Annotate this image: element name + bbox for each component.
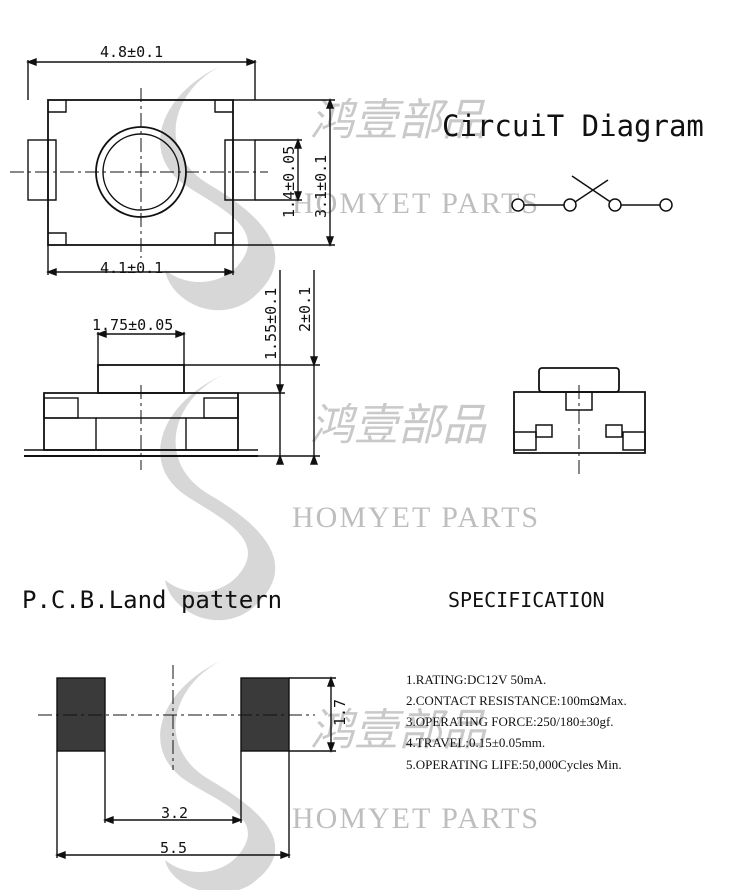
watermark-chinese-3: 鸿壹部品 [310, 705, 487, 756]
dim-height-1-55: 1.55±0.1 [262, 288, 280, 360]
dim-pcb-3-2: 3.2 [161, 804, 188, 822]
watermark-chinese-2: 鸿壹部品 [310, 400, 487, 451]
dim-width-4-8: 4.8±0.1 [100, 43, 163, 61]
watermark-logo-3 [160, 655, 276, 890]
watermark-chinese-1: 鸿壹部品 [310, 95, 487, 146]
dim-button-1-75: 1.75±0.05 [92, 316, 173, 334]
spec-item-contact-resistance: 2.CONTACT RESISTANCE:100mΩMax. [406, 693, 627, 708]
dim-pcb-5-5: 5.5 [160, 839, 187, 857]
pcb-land-pattern-title: P.C.B.Land pattern [22, 586, 282, 614]
circuit-diagram-title: CircuiT Diagram [442, 109, 704, 143]
top-view [10, 57, 335, 277]
spec-item-operating-force: 3.OPERATING FORCE:250/180±30gf. [406, 714, 614, 729]
watermark-logo-1 [160, 60, 276, 311]
end-view [513, 367, 646, 478]
pcb-pattern [38, 665, 336, 860]
watermark-logo-2 [160, 370, 276, 621]
dim-height-3-1: 3.1±0.1 [312, 155, 330, 218]
watermark-brand-1: HOMYET PARTS [292, 187, 540, 220]
circuit-symbol [511, 175, 673, 212]
specification-title: SPECIFICATION [448, 588, 605, 612]
dim-height-2: 2±0.1 [296, 287, 314, 332]
spec-item-travel: 4.TRAVEL:0.15±0.05mm. [406, 735, 545, 750]
watermark-group: 鸿壹部品 鸿壹部品 鸿壹部品 HOMYET PARTS HOMYET PARTS… [160, 60, 540, 890]
dim-pcb-1-7: 1.7 [331, 699, 349, 726]
dim-height-1-4: 1.4±0.05 [280, 146, 298, 218]
watermark-brand-3: HOMYET PARTS [292, 802, 540, 835]
dim-width-4-1: 4.1±0.1 [100, 259, 163, 277]
spec-item-operating-life: 5.OPERATING LIFE:50,000Cycles Min. [406, 757, 622, 772]
side-view [24, 270, 320, 470]
watermark-brand-2: HOMYET PARTS [292, 501, 540, 534]
spec-item-rating: 1.RATING:DC12V 50mA. [406, 672, 546, 687]
